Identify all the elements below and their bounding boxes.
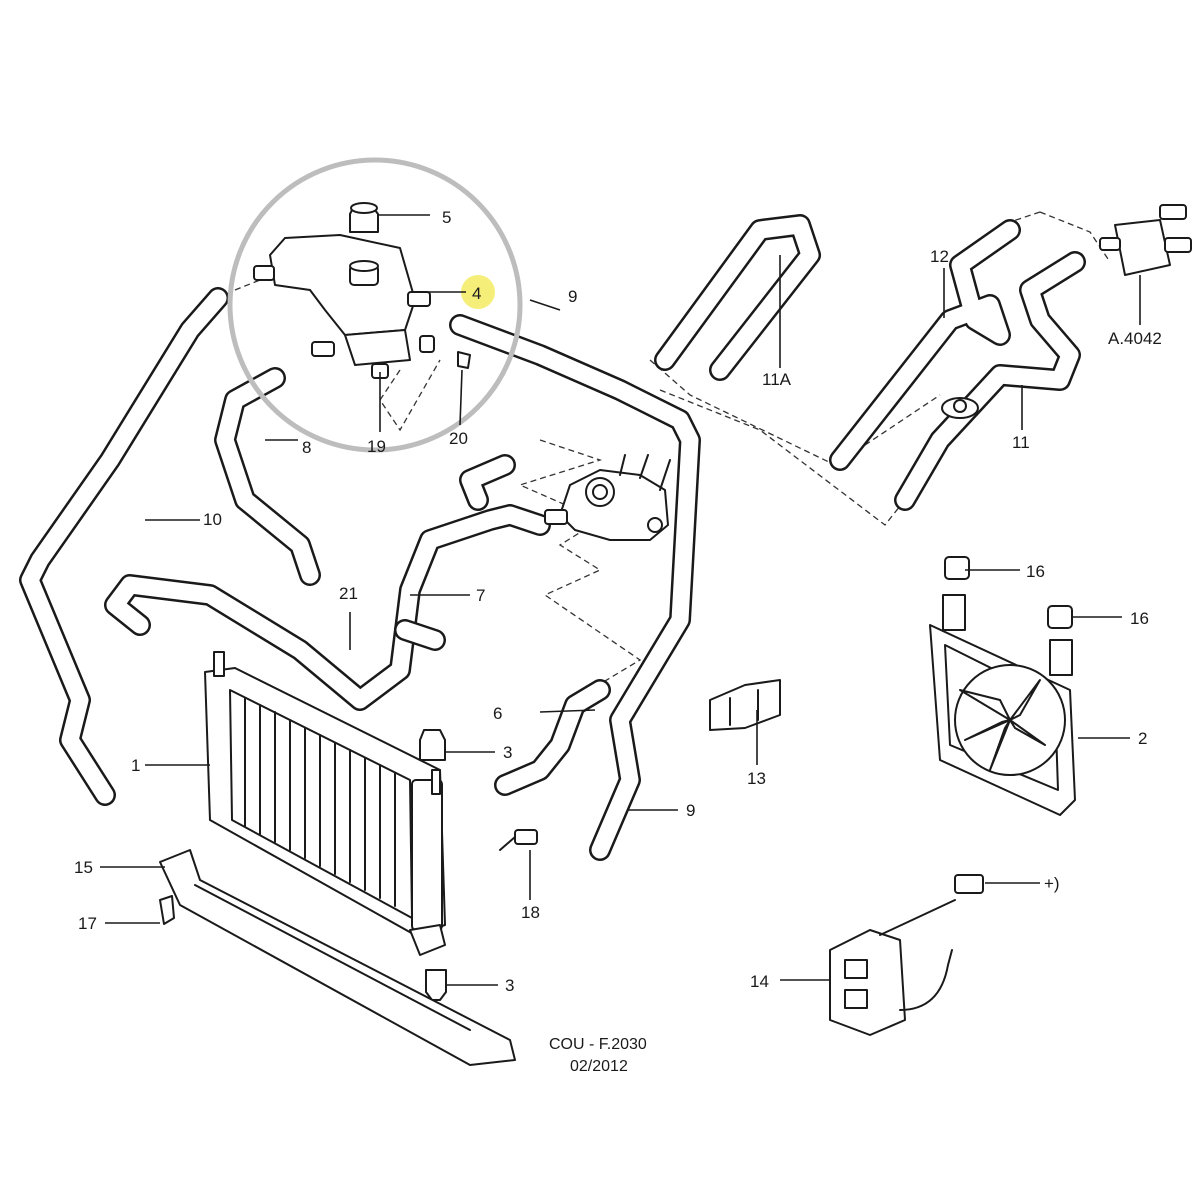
- lower-crossmember: [159, 849, 516, 1066]
- hose-8: [214, 367, 321, 586]
- hose-6: [494, 679, 611, 796]
- callout-6: 6: [493, 704, 502, 723]
- screw-17: [159, 895, 175, 925]
- callout-plus: +): [1044, 874, 1060, 893]
- callout-10: 10: [203, 510, 222, 529]
- reference-code: COU - F.2030: [549, 1036, 647, 1053]
- hose-9: [449, 314, 701, 861]
- rubber-mount-upper: [419, 729, 446, 761]
- thermostat-housing: [544, 454, 671, 541]
- callout-20: 20: [449, 429, 468, 448]
- highlight-ring: [227, 157, 523, 453]
- rubber-cap-16-right: [1047, 605, 1073, 629]
- radiator: [204, 651, 446, 956]
- callout-a4042: A.4042: [1108, 329, 1162, 348]
- hose-clip-13: [709, 679, 781, 731]
- highlight-dot: [461, 275, 495, 309]
- callout-12: 12: [930, 247, 949, 266]
- callout-5: 5: [442, 208, 451, 227]
- leader-lines: [100, 214, 1141, 986]
- hose-11: [894, 251, 1086, 511]
- cooling-fan-assembly: [929, 594, 1076, 816]
- callout-3-upper: 3: [503, 743, 512, 762]
- callout-13: 13: [747, 769, 766, 788]
- callout-17: 17: [78, 914, 97, 933]
- callout-2: 2: [1138, 729, 1147, 748]
- tank-clip-20: [457, 351, 471, 369]
- heater-valve-a4042: [1099, 204, 1192, 276]
- callout-9-lower: 9: [686, 801, 695, 820]
- reference-date: 02/2012: [570, 1058, 628, 1075]
- hose-11a: [654, 214, 821, 381]
- callout-14: 14: [750, 972, 769, 991]
- radiator-fins: [244, 697, 396, 907]
- callout-9-upper: 9: [568, 287, 577, 306]
- expansion-tank: [253, 234, 435, 366]
- filler-cap: [349, 202, 379, 233]
- callout-3-lower: 3: [505, 976, 514, 995]
- callout-4: 4: [472, 284, 481, 303]
- hose-10: [19, 287, 229, 806]
- hose-7: [104, 454, 551, 711]
- callout-15: 15: [74, 858, 93, 877]
- rubber-cap-16-left: [944, 556, 970, 580]
- callout-16-left: 16: [1026, 562, 1045, 581]
- callout-19: 19: [367, 437, 386, 456]
- callout-11: 11: [1012, 433, 1030, 452]
- rubber-mount-lower: [425, 969, 447, 1001]
- callout-7: 7: [476, 586, 485, 605]
- callout-21: 21: [339, 584, 358, 603]
- temperature-sensor: [499, 829, 538, 851]
- hose-12: [829, 219, 1021, 471]
- callout-16-right: 16: [1130, 609, 1149, 628]
- callout-18: 18: [521, 903, 540, 922]
- callout-1: 1: [131, 756, 140, 775]
- callout-8: 8: [302, 438, 311, 457]
- callout-11a: 11A: [762, 370, 792, 389]
- fan-resistor-14: [829, 874, 984, 1036]
